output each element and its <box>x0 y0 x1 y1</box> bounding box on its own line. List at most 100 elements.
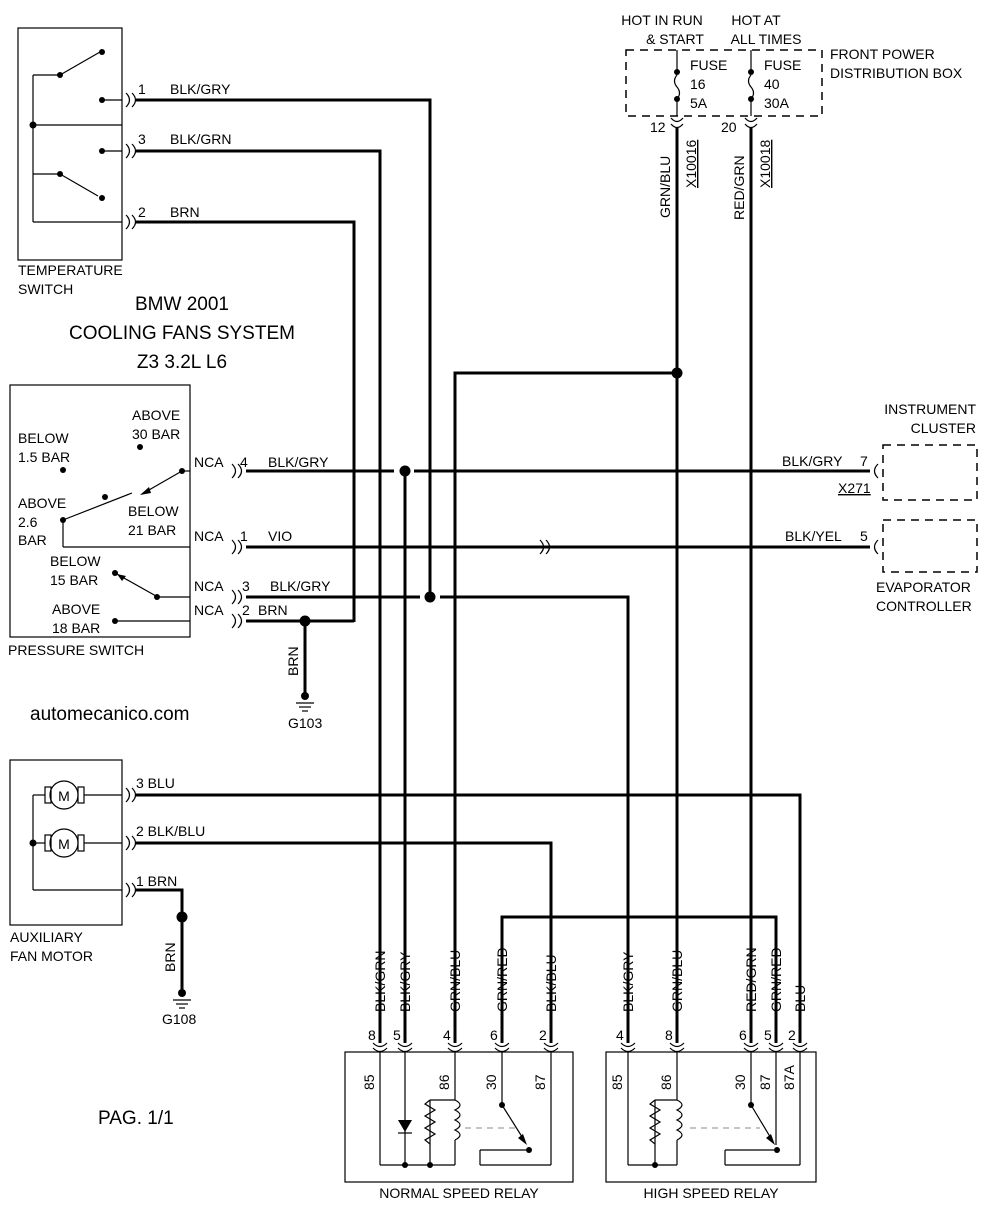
temp-pin3-wire: BLK/GRN <box>170 131 231 147</box>
high-relay-connector <box>743 1042 759 1053</box>
ground-g108-icon <box>173 989 191 1009</box>
normal-relay-terminal: 87 <box>532 1074 548 1090</box>
normal-relay-wire-label: GRN/BLU <box>447 950 463 1012</box>
pp3-nca: NCA <box>194 578 224 594</box>
fuse16-num: 16 <box>690 76 706 92</box>
normal-relay-terminal: 85 <box>361 1074 377 1090</box>
temp-pin1-connector <box>125 92 137 108</box>
normal-relay-connector <box>494 1042 510 1053</box>
pp4-wire: BLK/GRY <box>268 454 329 470</box>
fuse-40 <box>747 50 755 116</box>
pstate-below15b-1: BELOW <box>50 553 101 569</box>
pp1-num: 1 <box>240 528 248 544</box>
pp4-connector <box>231 463 243 479</box>
motor-pin2-connector <box>125 835 137 851</box>
high-relay-label: HIGH SPEED RELAY <box>643 1185 779 1201</box>
motor-2-icon <box>49 828 79 858</box>
pp2-wire: BRN <box>258 602 288 618</box>
power-box <box>625 49 823 117</box>
cluster-pin: 7 <box>860 453 868 469</box>
high-relay-pin-number: 2 <box>788 1027 796 1043</box>
g103-label: G103 <box>288 715 322 731</box>
pstate-below15b-2: 15 BAR <box>50 572 98 588</box>
pstate-above30-2: 30 BAR <box>132 426 180 442</box>
temp-pin1-num: 1 <box>138 81 146 97</box>
pstate-above30-1: ABOVE <box>132 407 180 423</box>
evap-connector <box>873 539 879 555</box>
temperature-switch <box>17 27 123 261</box>
cluster-conn: X271 <box>838 480 871 496</box>
normal-relay-wire-label: GRN/RED <box>494 947 510 1012</box>
pstate-below21-2: 21 BAR <box>128 522 176 538</box>
title-line3: Z3 3.2L L6 <box>137 352 227 373</box>
pp2-connector <box>231 613 243 629</box>
high-relay-connector <box>792 1042 808 1053</box>
normal-relay-pin-number: 4 <box>443 1027 451 1043</box>
high-relay-terminal: 87A <box>781 1064 797 1090</box>
splice-grn-blu <box>671 367 683 379</box>
pstate-below15-2: 1.5 BAR <box>18 449 70 465</box>
normal-relay-connector <box>397 1042 413 1053</box>
fuse16-label: FUSE <box>690 57 727 73</box>
conn-x10016: X10016 <box>683 140 699 188</box>
pp1-wire: VIO <box>268 528 292 544</box>
hot-run-1: HOT IN RUN <box>621 12 702 28</box>
g108-label: G108 <box>162 1011 196 1027</box>
temp-pin2-connector <box>125 214 137 230</box>
normal-relay-connector <box>447 1042 463 1053</box>
pp3-wire: BLK/GRY <box>270 578 331 594</box>
pp1-connector <box>231 539 243 555</box>
pin20-connector <box>744 117 758 129</box>
hot-all-1: HOT AT <box>731 12 781 28</box>
high-relay-wire-label: GRN/BLU <box>669 950 685 1012</box>
high-relay-internals <box>627 1052 801 1168</box>
high-speed-relay-box <box>605 1051 817 1183</box>
ground-g103-icon <box>296 692 314 712</box>
normal-relay-pin-number: 6 <box>490 1027 498 1043</box>
normal-relay-pin-number: 5 <box>393 1027 401 1043</box>
pp3-connector <box>231 589 243 605</box>
evap-label-1: EVAPORATOR <box>876 579 971 595</box>
high-relay-pin-number: 4 <box>616 1027 624 1043</box>
pstate-above18-1: ABOVE <box>52 601 100 617</box>
fuse40-label: FUSE <box>764 57 801 73</box>
temp-pin3-num: 3 <box>138 131 146 147</box>
normal-relay-connector <box>372 1042 388 1053</box>
wire-grn-red <box>500 915 778 1043</box>
cluster-label-2: CLUSTER <box>911 420 976 436</box>
pp3-num: 3 <box>242 578 250 594</box>
motor-pin1-connector <box>125 882 137 898</box>
splice-blk-gry <box>399 465 411 477</box>
wire-blk-gry-high <box>246 595 630 1043</box>
fuse-16 <box>673 50 681 116</box>
wire-grn-blu-power: GRN/BLU <box>657 156 673 218</box>
hot-run-2: & START <box>646 31 704 47</box>
wire-blk-blu-motor <box>136 841 553 1043</box>
wire-blk-gry-temp <box>136 98 432 595</box>
fuse40-num: 40 <box>764 76 780 92</box>
normal-relay-wire-label: BLK/GRN <box>372 951 388 1012</box>
aux-motor-label-1: AUXILIARY <box>10 929 84 945</box>
high-relay-pin-number: 6 <box>739 1027 747 1043</box>
fuse40-amp: 30A <box>764 95 790 111</box>
motor-pin2-label: 2 BLK/BLU <box>136 823 205 839</box>
wire-brn-motor <box>136 888 184 993</box>
normal-relay-internals <box>379 1052 552 1168</box>
motor-pin3-connector <box>125 787 137 803</box>
wire-grn-blu-branch <box>453 371 677 1043</box>
pp2-num: 2 <box>242 602 250 618</box>
temp-pin2-wire: BRN <box>170 204 200 220</box>
pin20-num: 20 <box>721 119 737 135</box>
normal-speed-relay-box <box>344 1051 574 1183</box>
normal-relay-label: NORMAL SPEED RELAY <box>379 1185 539 1201</box>
pressure-switch <box>9 384 191 638</box>
motor-1-label: M <box>58 788 70 804</box>
pp4-nca: NCA <box>194 454 224 470</box>
normal-relay-pin-number: 8 <box>368 1027 376 1043</box>
pp4-num: 4 <box>240 454 248 470</box>
high-relay-terminal: 86 <box>658 1074 674 1090</box>
high-relay-wire-label: RED/GRN <box>743 947 759 1012</box>
g108-wire: BRN <box>162 942 178 972</box>
hot-all-2: ALL TIMES <box>731 31 802 47</box>
high-relay-connector <box>768 1042 784 1053</box>
